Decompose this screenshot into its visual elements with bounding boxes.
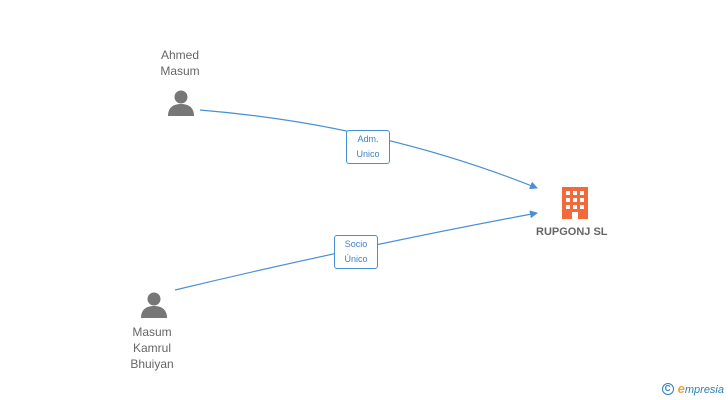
footer-brand[interactable]: C empresia (661, 381, 724, 396)
company-name[interactable]: RUPGONJ SL (536, 226, 608, 238)
building-icon[interactable] (560, 185, 592, 221)
person-icon[interactable] (140, 290, 170, 320)
person-name-ahmed[interactable]: Ahmed Masum (160, 48, 200, 78)
edge-label-socio-unico: Socio Único (334, 235, 378, 269)
person-name-masum-kamrul[interactable]: Masum Kamrul Bhuiyan (130, 325, 174, 371)
brand-rest: mpresia (684, 384, 724, 396)
brand-logo: empresia (678, 381, 724, 396)
person-icon[interactable] (167, 88, 197, 118)
copyright-icon: C (661, 382, 674, 395)
brand-initial: e (677, 381, 685, 396)
edge-label-adm-unico: Adm. Unico (346, 130, 390, 164)
